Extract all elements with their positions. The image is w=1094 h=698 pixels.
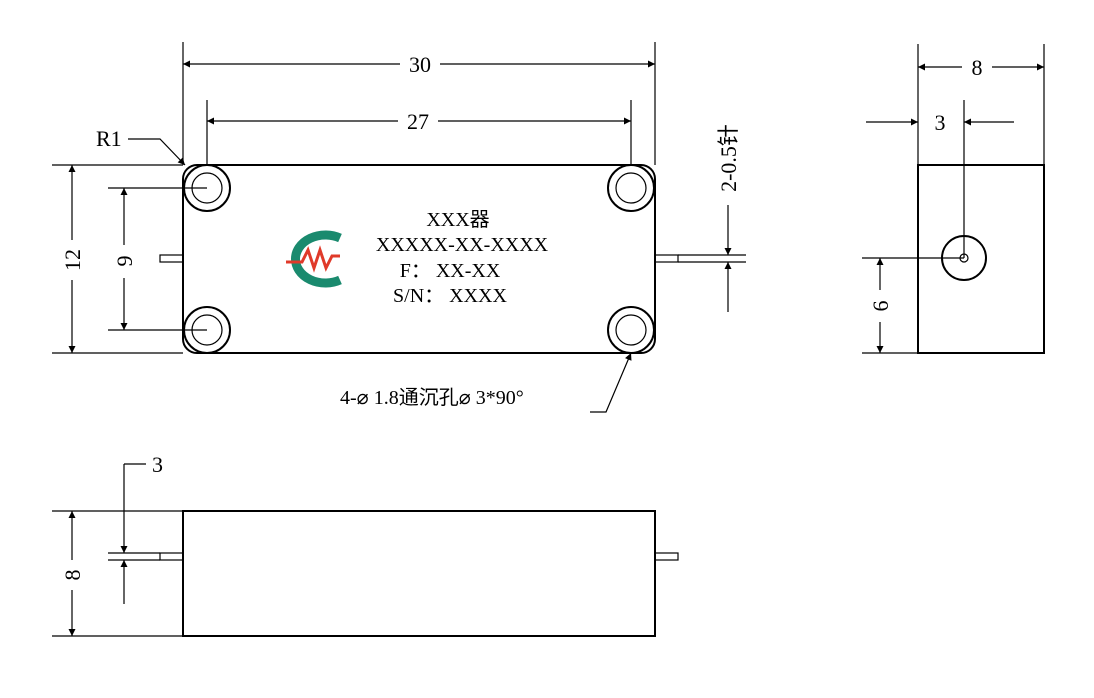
hole-note-label: 4-⌀ 1.8通沉孔⌀ 3*90° xyxy=(340,386,524,409)
dimension-30: 30 xyxy=(182,42,656,165)
company-logo xyxy=(286,230,342,288)
dimension-front-8-label: 8 xyxy=(60,570,85,581)
side-view: 8 3 6 xyxy=(862,44,1045,354)
front-view: 8 3 xyxy=(52,452,679,637)
hole-note-callout: 4-⌀ 1.8通沉孔⌀ 3*90° xyxy=(340,352,632,413)
logo-wave xyxy=(286,245,340,273)
dimension-side-3-label: 3 xyxy=(935,110,946,135)
radius-r1-label: R1 xyxy=(96,126,122,151)
top-view-right-pin xyxy=(654,254,679,263)
top-view-left-pin xyxy=(159,254,184,263)
label-model-number: XXXXX-XX-XXXX xyxy=(376,234,549,256)
dimension-front-8: 8 xyxy=(52,510,183,637)
dimension-side-6-label: 6 xyxy=(868,301,893,312)
mounting-hole-top-right xyxy=(607,164,655,212)
side-view-body xyxy=(917,164,1045,354)
dimension-12: 12 xyxy=(52,164,183,354)
dimension-front-3-label: 3 xyxy=(152,452,163,477)
dimension-side-8: 8 xyxy=(917,44,1045,165)
mounting-hole-bottom-right xyxy=(607,306,655,354)
dimension-9-label: 9 xyxy=(112,256,137,267)
radius-r1-callout: R1 xyxy=(96,126,186,166)
dimension-9: 9 xyxy=(108,187,207,331)
dimension-side-3: 3 xyxy=(866,100,1014,258)
top-view: 30 27 R1 12 9 xyxy=(52,42,746,413)
pin-diameter-label: 2-0.5针 xyxy=(716,124,741,192)
dimension-front-3: 3 xyxy=(108,452,163,604)
dimension-side-8-label: 8 xyxy=(972,55,983,80)
label-frequency: F： XX-XX xyxy=(400,260,501,282)
product-label: XXX器 XXXXX-XX-XXXX F： XX-XX S/N： XXXX xyxy=(376,209,549,307)
dimension-side-6: 6 xyxy=(862,257,964,354)
dimension-30-label: 30 xyxy=(409,52,431,77)
dimension-12-label: 12 xyxy=(60,249,85,271)
pin-diameter-dimension: 2-0.5针 xyxy=(678,124,746,312)
front-view-left-pin xyxy=(159,552,184,561)
label-product-type: XXX器 xyxy=(426,209,489,231)
dimension-27: 27 xyxy=(206,100,632,165)
logo-arc xyxy=(290,230,342,288)
front-view-right-pin xyxy=(654,552,679,561)
top-view-body xyxy=(182,164,656,354)
label-serial-number: S/N： XXXX xyxy=(393,285,507,307)
front-view-body xyxy=(182,510,656,637)
dimension-27-label: 27 xyxy=(407,109,429,134)
